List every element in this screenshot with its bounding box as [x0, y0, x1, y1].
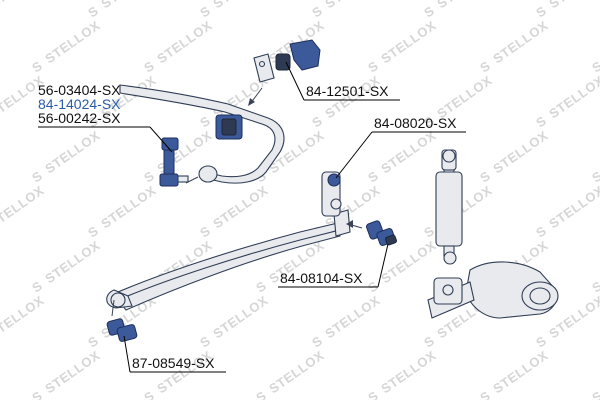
- part-label-84-08104[interactable]: 84-08104-SX: [280, 270, 363, 286]
- part-label-56-03404[interactable]: 56-03404-SX: [38, 82, 121, 98]
- watermark-text: STELLOX: [378, 128, 439, 177]
- watermark-text: STELLOX: [42, 238, 103, 287]
- watermark-text: STELLOX: [210, 0, 271, 11]
- watermark-text: STELLOX: [378, 348, 439, 397]
- watermark-text: STELLOX: [0, 183, 47, 232]
- watermark-text: STELLOX: [98, 0, 159, 11]
- svg-text:S: S: [589, 278, 600, 296]
- part-label-87-08549[interactable]: 87-08549-SX: [132, 355, 215, 371]
- svg-text:S: S: [589, 168, 600, 186]
- svg-text:S: S: [141, 388, 157, 400]
- stabilizer-bar: [119, 84, 285, 184]
- watermark-text: STELLOX: [266, 348, 327, 397]
- rear-axle: [427, 261, 559, 319]
- watermark-text: STELLOX: [490, 128, 551, 177]
- watermark-text: STELLOX: [490, 348, 551, 397]
- arrow-link: [185, 176, 199, 184]
- svg-text:S: S: [365, 388, 381, 400]
- watermark-text: STELLOX: [322, 0, 383, 11]
- watermark-text: STELLOX: [490, 18, 551, 67]
- bushing-84-12501: [275, 39, 321, 71]
- watermark-text: STELLOX: [98, 183, 159, 232]
- watermark-text: STELLOX: [0, 0, 47, 11]
- leaf-spring: [106, 209, 351, 311]
- svg-text:S: S: [477, 388, 493, 400]
- watermark-text: STELLOX: [378, 18, 439, 67]
- watermark-text: STELLOX: [434, 0, 495, 11]
- watermark-text: STELLOX: [154, 18, 215, 67]
- arrow-head: [346, 220, 353, 228]
- part-label-56-00242[interactable]: 56-00242-SX: [38, 110, 121, 126]
- spring-shackle: [321, 171, 342, 217]
- watermark-text: STELLOX: [546, 183, 600, 232]
- watermark-text: STELLOX: [434, 73, 495, 122]
- watermark-text: STELLOX: [546, 0, 600, 11]
- stabilizer-link: [159, 137, 189, 187]
- svg-text:S: S: [253, 388, 269, 400]
- bushing-84-08104: [366, 220, 398, 246]
- svg-text:S: S: [589, 388, 600, 400]
- svg-text:S: S: [29, 388, 45, 400]
- shock-absorber: [435, 149, 463, 265]
- watermark-text: STELLOX: [210, 293, 271, 342]
- watermark-text: STELLOX: [42, 348, 103, 397]
- arrow-front-bushing: [111, 299, 115, 317]
- bushing-87-08549: [106, 318, 138, 342]
- bracket-clamp: [253, 53, 275, 83]
- watermark-text: STELLOX: [210, 183, 271, 232]
- watermark-text: STELLOX: [42, 128, 103, 177]
- arrow-head: [248, 98, 255, 106]
- watermark-text: STELLOX: [0, 293, 47, 342]
- stabilizer-bushing-bracket: [215, 114, 243, 140]
- watermark-text: STELLOX: [322, 293, 383, 342]
- leader-lines: [38, 61, 466, 373]
- watermark-text: STELLOX: [42, 18, 103, 67]
- svg-text:S: S: [589, 58, 600, 76]
- part-label-84-12501[interactable]: 84-12501-SX: [306, 83, 389, 99]
- part-label-84-08020[interactable]: 84-08020-SX: [374, 115, 457, 131]
- part-label-84-14024[interactable]: 84-14024-SX: [38, 96, 121, 112]
- watermark-text: STELLOX: [546, 73, 600, 122]
